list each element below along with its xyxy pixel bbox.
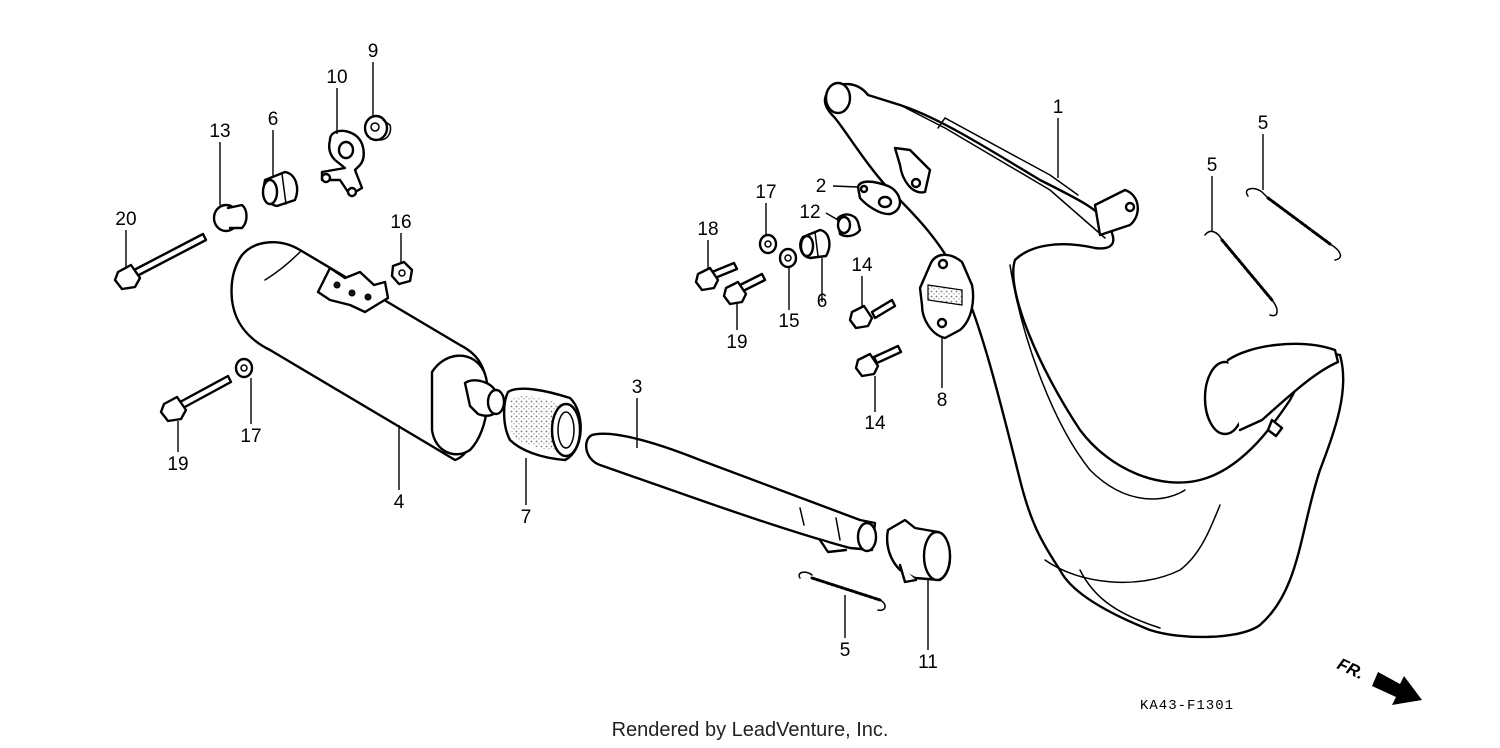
bolt-part-14-a	[848, 298, 897, 330]
diagram-code: KA43-F1301	[1140, 698, 1234, 714]
callout-2: 2	[816, 176, 827, 197]
spring-part-5-a	[1245, 187, 1342, 261]
callout-6-a: 6	[268, 109, 279, 130]
collar-part-12	[836, 213, 862, 238]
stay-part-10	[320, 129, 365, 198]
bolt-part-19-b	[159, 374, 233, 423]
leader-lines	[125, 62, 1264, 650]
callout-19-b: 19	[167, 454, 188, 475]
expansion-chamber-part-1	[823, 81, 1345, 639]
joint-part-7	[502, 387, 582, 462]
callout-17-b: 17	[240, 426, 261, 447]
bracket-part-8	[918, 253, 975, 340]
spring-part-5-c	[798, 571, 886, 612]
callout-6-b: 6	[817, 291, 828, 312]
callout-12: 12	[799, 202, 820, 223]
callout-18: 18	[697, 219, 718, 240]
credit-text: Rendered by LeadVenture, Inc.	[612, 719, 889, 741]
nut-part-16	[390, 260, 414, 286]
callout-numbers: 1 2 3 4 5 5 5 6 6 7 8 9 10 11 12 13 14 1…	[115, 41, 1268, 673]
bolt-part-19-a	[722, 272, 767, 306]
bolt-part-20	[113, 232, 208, 291]
callout-3: 3	[632, 377, 643, 398]
callout-14-a: 14	[851, 255, 873, 276]
grommet-part-6-b	[799, 228, 831, 260]
washer-part-17-a	[758, 233, 778, 255]
callout-10: 10	[326, 67, 347, 88]
callout-5-a: 5	[1258, 113, 1269, 134]
collar-part-13	[212, 203, 248, 233]
callout-5-b: 5	[1207, 155, 1218, 176]
front-label: FR.	[1334, 654, 1367, 683]
callout-4: 4	[394, 492, 405, 513]
bracket-plate-part-2	[856, 180, 902, 216]
callout-11: 11	[918, 652, 938, 673]
callout-16: 16	[390, 212, 411, 233]
callout-15: 15	[778, 311, 799, 332]
grommet-part-6-a	[261, 170, 299, 208]
washer-part-9	[363, 114, 392, 142]
muffler-part-4	[230, 241, 506, 462]
callout-20: 20	[115, 209, 136, 230]
collar-part-11	[886, 518, 952, 584]
arrow-right-down-icon	[1372, 672, 1422, 705]
callout-5-c: 5	[840, 640, 851, 661]
callout-9: 9	[368, 41, 379, 62]
callout-14-b: 14	[864, 413, 886, 434]
callout-8: 8	[937, 390, 948, 411]
callout-7: 7	[521, 507, 532, 528]
bolt-part-14-b	[854, 344, 903, 378]
callout-17-a: 17	[755, 182, 776, 203]
tail-pipe-part-3	[584, 432, 878, 554]
washer-part-17-b	[234, 357, 254, 379]
front-indicator: FR.	[1334, 654, 1422, 705]
spring-part-5-b	[1204, 230, 1278, 317]
callout-1: 1	[1053, 97, 1064, 118]
callout-13: 13	[209, 121, 230, 142]
washer-part-15	[778, 247, 798, 269]
bolt-part-18	[694, 261, 739, 292]
callout-19-a: 19	[726, 332, 747, 353]
